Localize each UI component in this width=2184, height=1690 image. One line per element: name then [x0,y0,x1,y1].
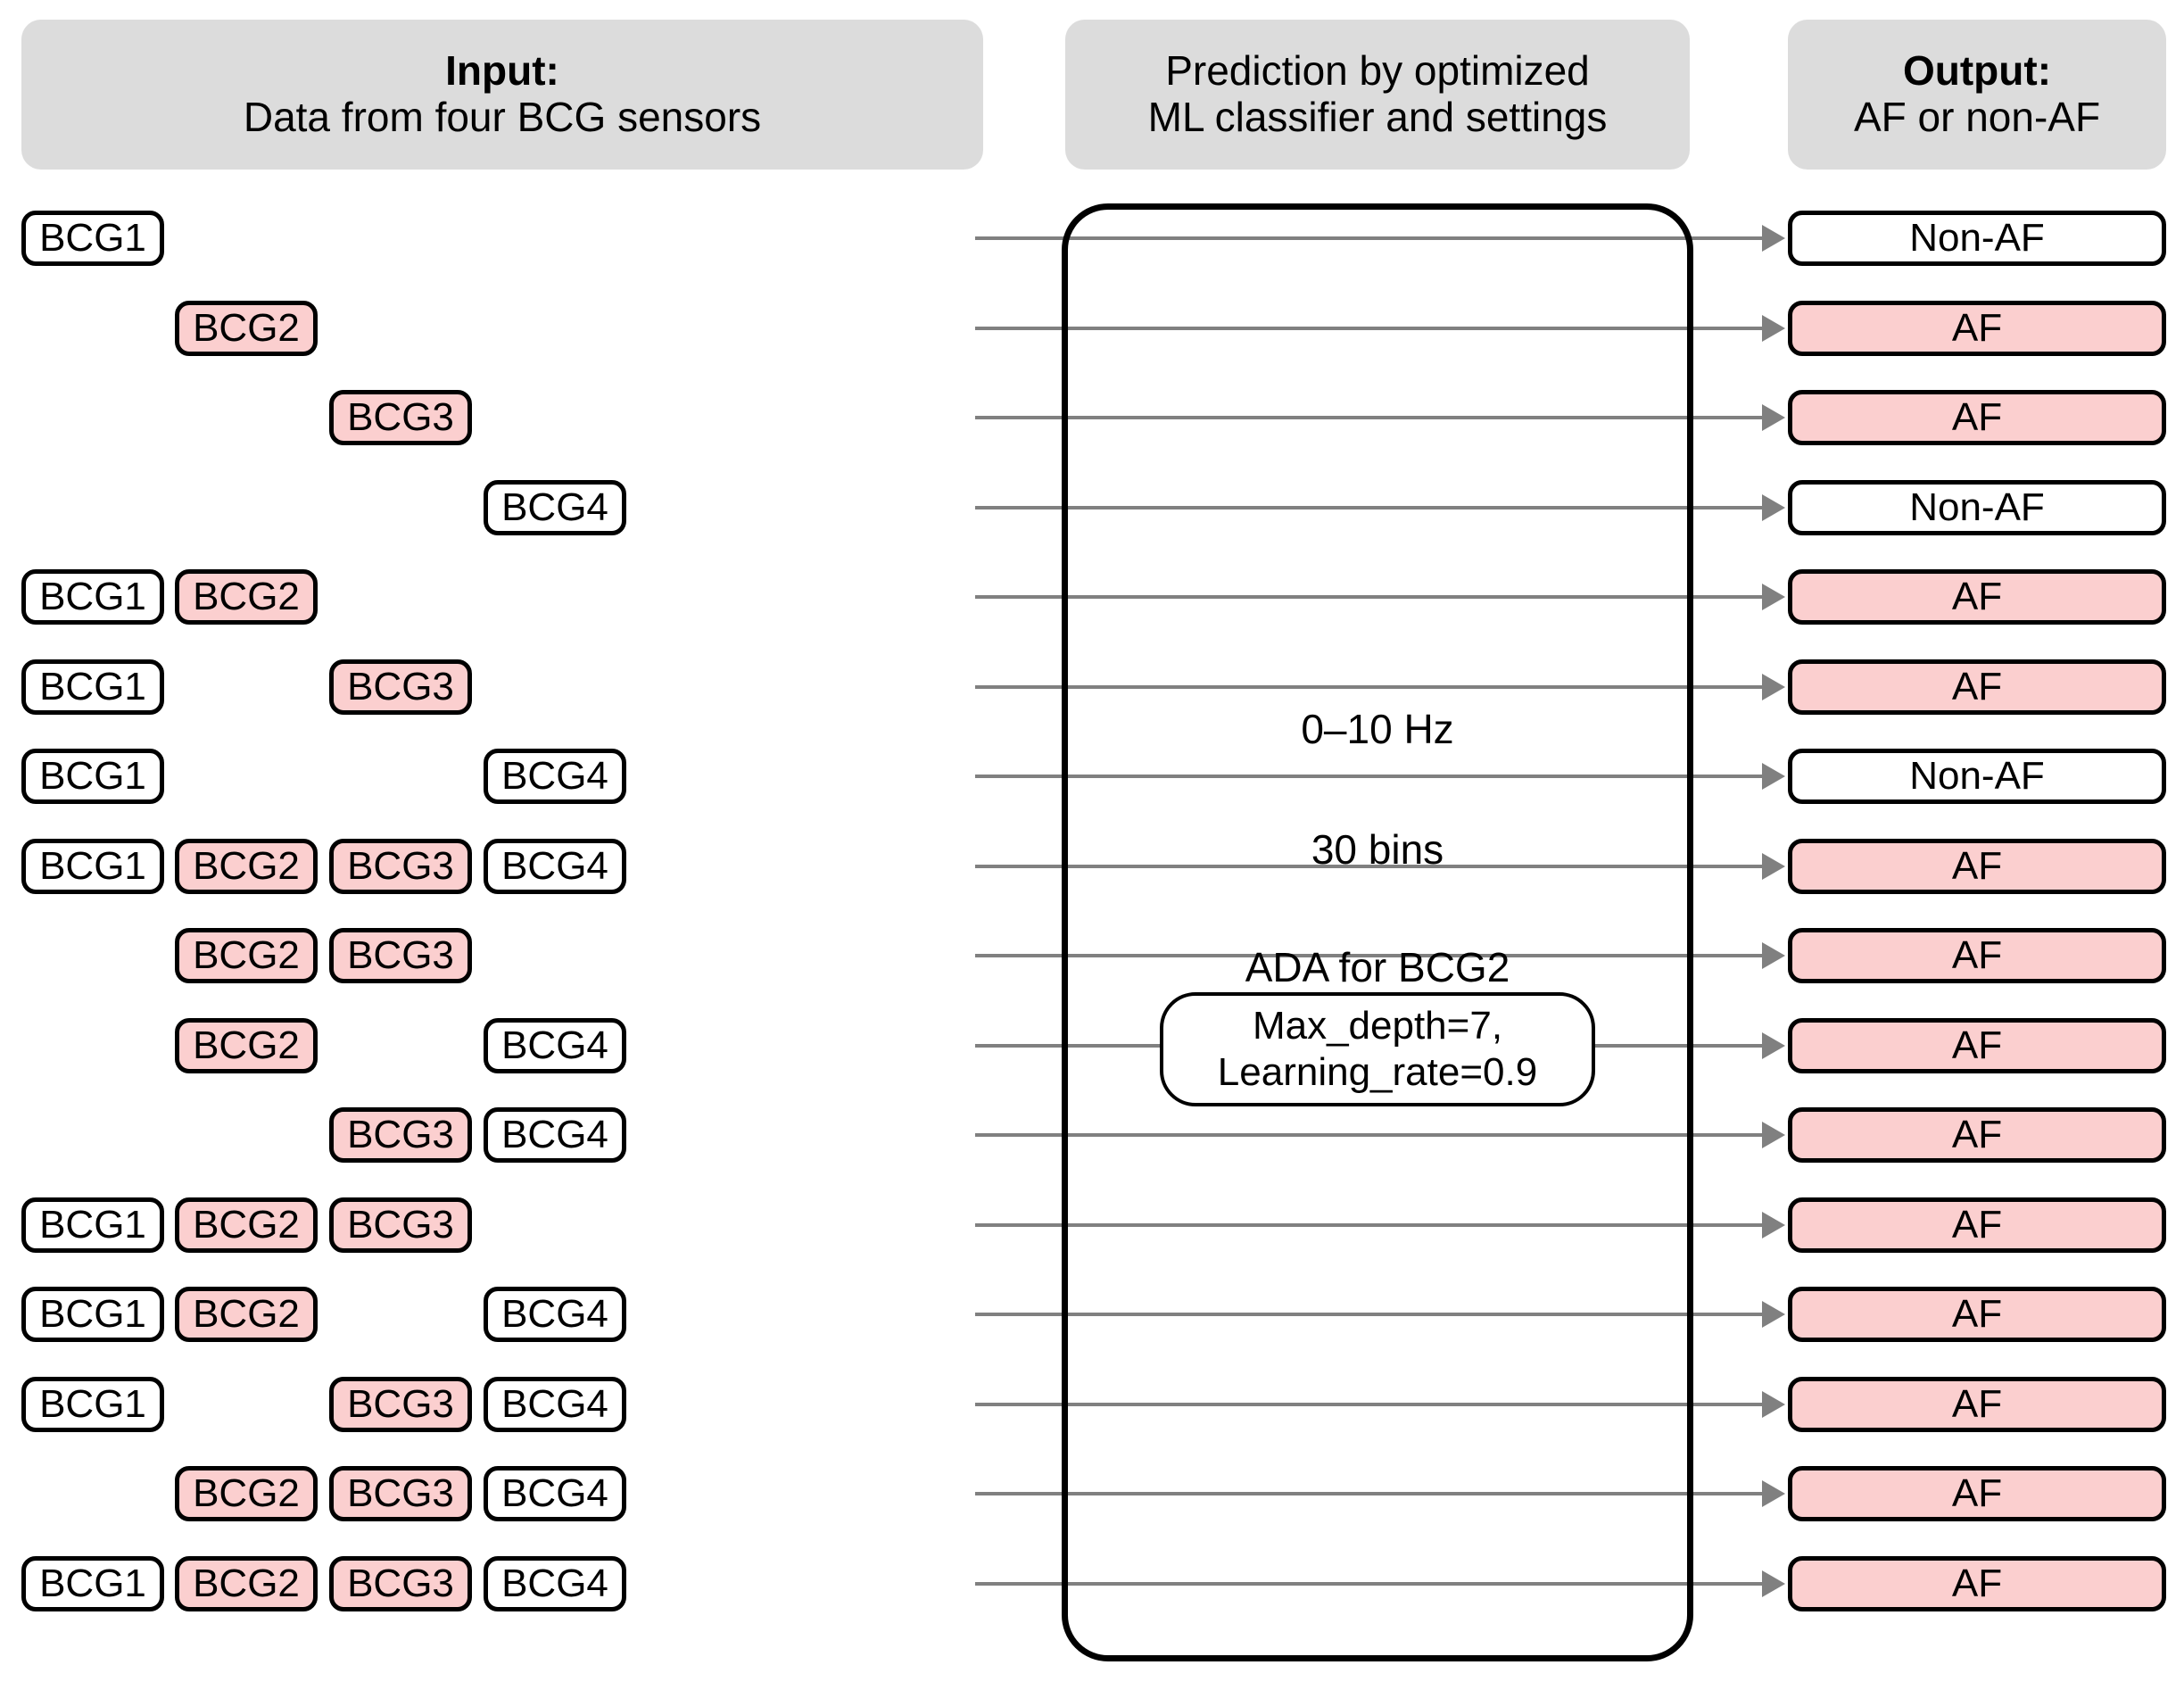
arrowhead-icon [1762,1122,1785,1148]
sensor-box-bcg2[interactable]: BCG2 [175,1555,318,1611]
sensor-box-bcg1[interactable]: BCG1 [21,838,164,894]
header-prediction-line2: ML classifier and settings [1147,94,1608,140]
connector-line [975,1313,1778,1316]
arrowhead-icon [1762,1211,1785,1239]
sensor-box-bcg3[interactable]: BCG3 [329,838,472,894]
connector-line [975,1222,1778,1227]
sensor-box-bcg1[interactable]: BCG1 [21,659,164,715]
arrowhead-icon [1762,493,1785,521]
sensor-box-bcg3[interactable]: BCG3 [329,928,472,983]
classifier-algorithm-note: ADA for BCG2 [1245,944,1510,990]
sensor-box-bcg4[interactable]: BCG4 [484,1555,626,1611]
sensor-box-bcg1[interactable]: BCG1 [21,1376,164,1432]
sensor-box-bcg3[interactable]: BCG3 [329,1107,472,1163]
output-box-non-af[interactable]: Non-AF [1788,749,2166,804]
arrowhead-icon [1762,763,1785,790]
output-box-af[interactable]: AF [1788,1197,2166,1253]
sensor-box-bcg3[interactable]: BCG3 [329,1555,472,1611]
sensor-box-bcg3[interactable]: BCG3 [329,1197,472,1253]
header-output: Output: AF or non-AF [1788,20,2166,170]
connector-line [975,775,1778,778]
classifier-frequency-note: 0–10 Hz [1301,706,1454,752]
connector-line [975,1402,1778,1406]
output-box-af[interactable]: AF [1788,1555,2166,1611]
sensor-box-bcg4[interactable]: BCG4 [484,1466,626,1521]
header-input: Input: Data from four BCG sensors [21,20,983,170]
connector-line [975,1133,1778,1137]
arrowhead-icon [1762,942,1785,969]
output-box-af[interactable]: AF [1788,928,2166,983]
connector-line [975,326,1778,330]
sensor-box-bcg4[interactable]: BCG4 [484,1107,626,1163]
sensor-box-bcg4[interactable]: BCG4 [484,479,626,535]
arrowhead-icon [1762,404,1785,431]
header-prediction: Prediction by optimized ML classifier an… [1065,20,1690,170]
header-input-subtitle: Data from four BCG sensors [243,94,762,140]
arrowhead-icon [1762,1301,1785,1328]
sensor-box-bcg1[interactable]: BCG1 [21,1197,164,1253]
output-box-af[interactable]: AF [1788,1107,2166,1163]
sensor-box-bcg3[interactable]: BCG3 [329,659,472,715]
classifier-param-max-depth: Max_depth=7, [1252,1004,1503,1048]
output-box-af[interactable]: AF [1788,1017,2166,1073]
header-output-title: Output: [1902,47,2052,95]
connector-line [975,416,1778,419]
output-box-non-af[interactable]: Non-AF [1788,479,2166,535]
sensor-box-bcg2[interactable]: BCG2 [175,928,318,983]
arrowhead-icon [1762,584,1785,610]
arrowhead-icon [1762,1480,1785,1507]
arrowhead-icon [1762,673,1785,700]
output-box-af[interactable]: AF [1788,1287,2166,1342]
sensor-box-bcg3[interactable]: BCG3 [329,390,472,445]
sensor-box-bcg4[interactable]: BCG4 [484,838,626,894]
arrowhead-icon [1762,1570,1785,1597]
classifier-bins-note: 30 bins [1311,826,1444,873]
output-box-af[interactable]: AF [1788,300,2166,356]
sensor-box-bcg1[interactable]: BCG1 [21,569,164,625]
classifier-params-box: Max_depth=7, Learning_rate=0.9 [1160,992,1595,1106]
header-input-title: Input: [445,47,559,95]
connector-line [975,954,1778,957]
output-box-af[interactable]: AF [1788,1376,2166,1432]
arrowhead-icon [1762,852,1785,880]
sensor-box-bcg1[interactable]: BCG1 [21,1555,164,1611]
sensor-box-bcg2[interactable]: BCG2 [175,838,318,894]
connector-line [975,1492,1778,1495]
classifier-panel [1062,203,1693,1661]
connector-line [975,236,1778,240]
connector-line [975,684,1778,689]
output-box-af[interactable]: AF [1788,1466,2166,1521]
arrowhead-icon [1762,314,1785,342]
header-output-subtitle: AF or non-AF [1853,94,2101,140]
sensor-box-bcg2[interactable]: BCG2 [175,1197,318,1253]
sensor-box-bcg2[interactable]: BCG2 [175,1466,318,1521]
header-prediction-line1: Prediction by optimized [1165,47,1590,95]
sensor-box-bcg1[interactable]: BCG1 [21,1287,164,1342]
output-box-non-af[interactable]: Non-AF [1788,211,2166,266]
output-box-af[interactable]: AF [1788,838,2166,894]
sensor-box-bcg1[interactable]: BCG1 [21,749,164,804]
connector-line [975,505,1778,509]
sensor-box-bcg4[interactable]: BCG4 [484,1287,626,1342]
sensor-box-bcg2[interactable]: BCG2 [175,569,318,625]
sensor-box-bcg2[interactable]: BCG2 [175,1287,318,1342]
sensor-box-bcg4[interactable]: BCG4 [484,749,626,804]
sensor-box-bcg1[interactable]: BCG1 [21,211,164,266]
sensor-box-bcg2[interactable]: BCG2 [175,1017,318,1073]
output-box-af[interactable]: AF [1788,390,2166,445]
connector-line [975,864,1778,868]
connector-line [975,1581,1778,1586]
sensor-box-bcg2[interactable]: BCG2 [175,300,318,356]
sensor-box-bcg4[interactable]: BCG4 [484,1017,626,1073]
output-box-af[interactable]: AF [1788,659,2166,715]
arrowhead-icon [1762,1390,1785,1418]
sensor-box-bcg3[interactable]: BCG3 [329,1376,472,1432]
arrowhead-icon [1762,1031,1785,1059]
output-box-af[interactable]: AF [1788,569,2166,625]
sensor-box-bcg3[interactable]: BCG3 [329,1466,472,1521]
sensor-box-bcg4[interactable]: BCG4 [484,1376,626,1432]
connector-line [975,595,1778,599]
arrowhead-icon [1762,225,1785,252]
classifier-param-learning-rate: Learning_rate=0.9 [1217,1050,1538,1094]
